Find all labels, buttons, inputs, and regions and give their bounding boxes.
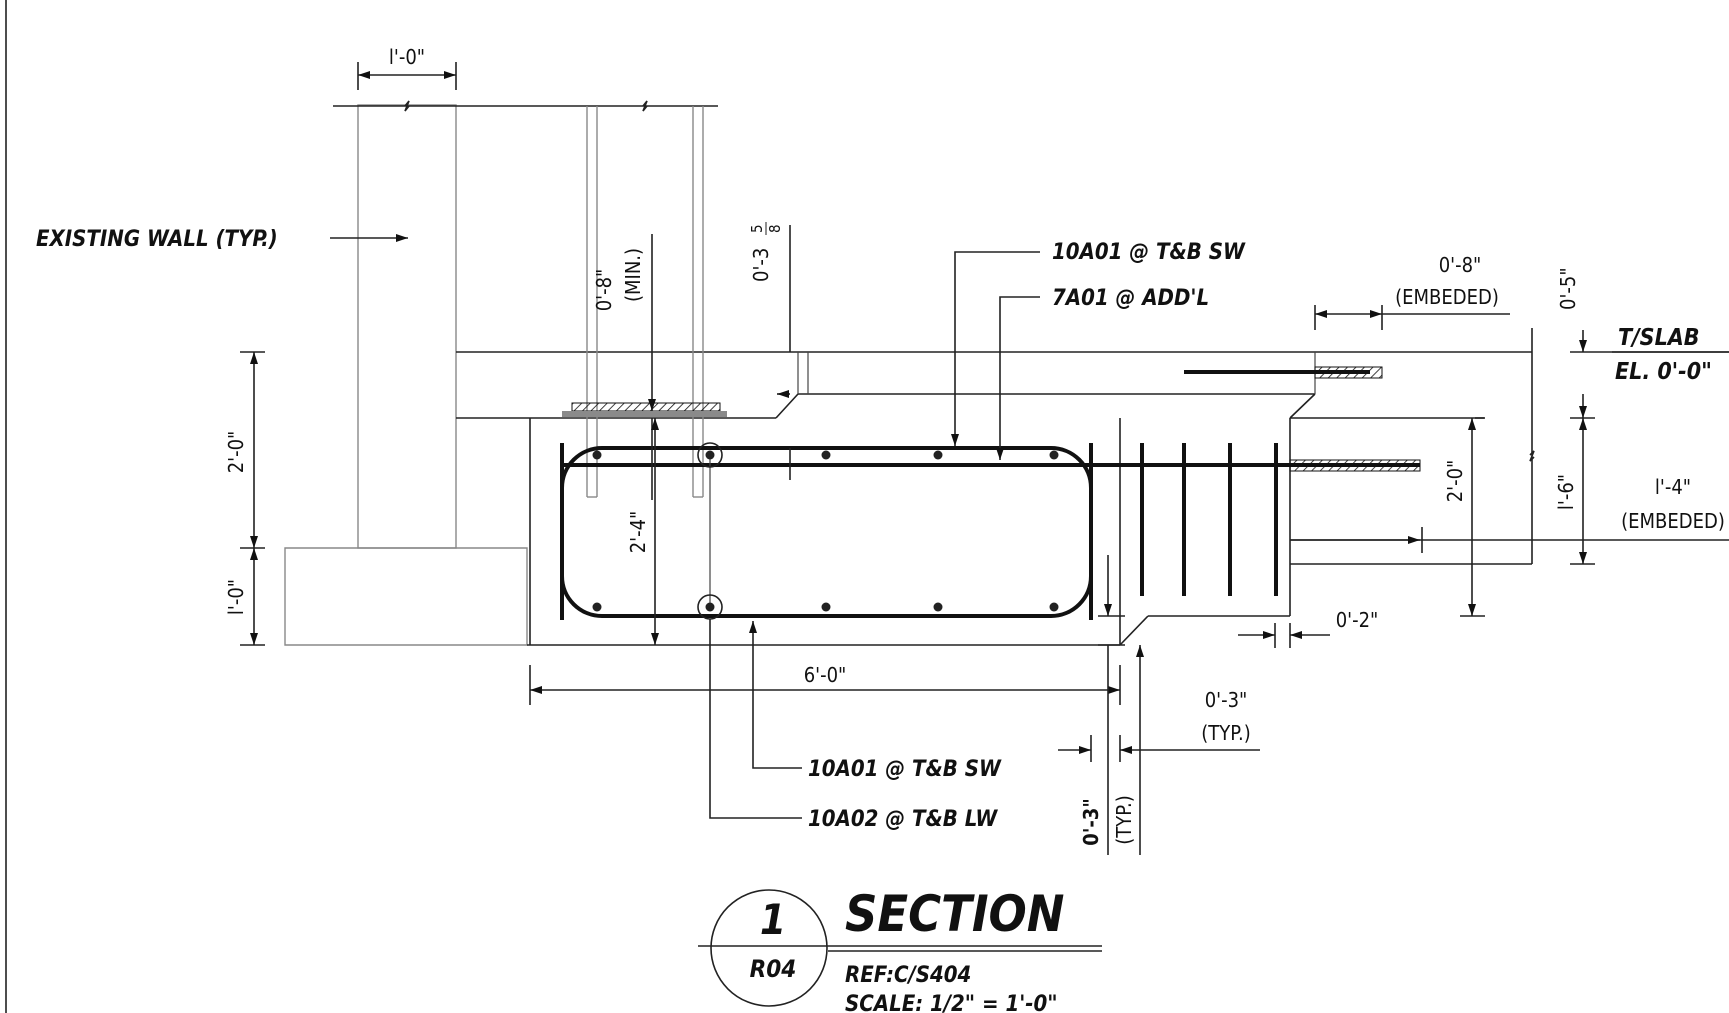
- dim-slab-thk: 0'-5": [1556, 267, 1580, 310]
- dim-offset-frac: 0'-3 5 8: [748, 222, 784, 282]
- dim-embed-16: l'-4": [1655, 475, 1691, 499]
- dim-cover-3b: 0'-3": [1079, 798, 1103, 845]
- section-title: SECTION: [845, 885, 1064, 943]
- svg-text:8: 8: [766, 224, 784, 233]
- dim-wall-height: 2'-0": [224, 431, 248, 474]
- callout-top-sw: 10A01 @ T&B SW: [1052, 240, 1246, 265]
- title-block: 1 R04 SECTION REF:C/S404 SCALE: 1/2" = 1…: [698, 885, 1102, 1013]
- dim-embed-8-note: (EMBEDED): [1395, 285, 1499, 309]
- existing-dowels: [562, 106, 727, 498]
- svg-text:0'-3: 0'-3: [749, 248, 773, 282]
- dim-cover-3b-note: (TYP.): [1112, 795, 1136, 844]
- dim-cover-3-note: (TYP.): [1201, 721, 1250, 745]
- dim-embed-min: 0'-8": [592, 269, 616, 312]
- dim-embed-16-note: (EMBEDED): [1621, 509, 1725, 533]
- tslab-elevation: EL. 0'-0": [1615, 359, 1712, 385]
- svg-text:5: 5: [748, 224, 766, 233]
- reinforcement: [560, 366, 1421, 620]
- grade-beam: [527, 418, 1532, 646]
- dim-embed-min-note: (MIN.): [621, 248, 645, 302]
- callout-bottom-lw: 10A02 @ T&B LW: [808, 807, 998, 832]
- existing-wall-label: EXISTING WALL (TYP.): [36, 227, 278, 252]
- dim-gap-2: 0'-2": [1336, 608, 1379, 632]
- existing-wall: [284, 100, 718, 646]
- slab: [456, 328, 1535, 564]
- dim-footing-height: l'-0": [224, 579, 248, 615]
- dim-wall-width: l'-0": [389, 45, 425, 69]
- dimension-lines: [240, 62, 1729, 855]
- dim-embed-8: 0'-8": [1439, 253, 1482, 277]
- section-reference: REF:C/S404: [845, 963, 971, 988]
- dim-right-depth: l'-6": [1554, 474, 1578, 510]
- callout-addl: 7A01 @ ADD'L: [1052, 286, 1209, 311]
- dim-cover-3: 0'-3": [1205, 688, 1248, 712]
- dim-beam-depth: 2'-4": [626, 511, 650, 554]
- detail-number: 1: [760, 895, 786, 944]
- dim-pit-depth: 2'-0": [1443, 460, 1467, 503]
- tslab-label: T/SLAB: [1618, 325, 1700, 351]
- sheet-number: R04: [750, 955, 797, 983]
- section-scale: SCALE: 1/2" = 1'-0": [845, 992, 1058, 1013]
- callout-bottom-sw: 10A01 @ T&B SW: [808, 757, 1002, 782]
- dim-beam-width: 6'-0": [804, 663, 847, 687]
